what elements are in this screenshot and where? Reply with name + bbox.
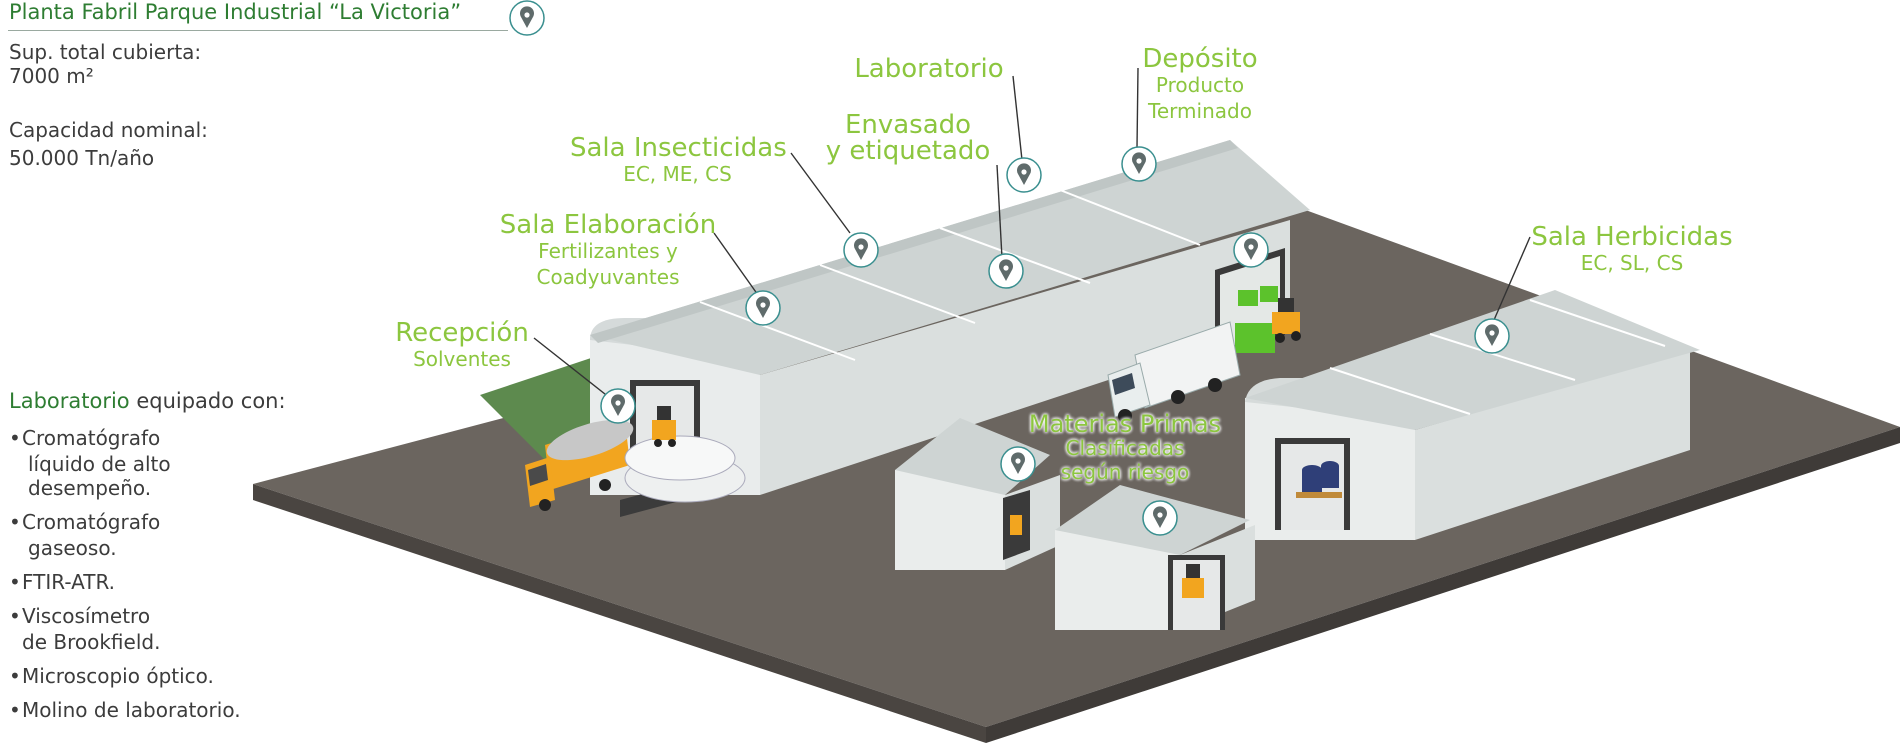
forklift-front: [652, 406, 676, 447]
label-laboratorio: Laboratorio: [854, 54, 1004, 84]
tanker-truck: [525, 419, 634, 511]
title-divider: [8, 30, 508, 31]
green-crates: [1235, 286, 1278, 353]
lab-heading: Laboratorio equipado con:: [9, 389, 286, 413]
location-pins: [509, 0, 1510, 536]
label-sala-herbicidas: Sala Herbicidas EC, SL, CS: [1531, 222, 1733, 275]
label-envasado: Envasado y etiquetado: [825, 110, 991, 166]
label-deposito: Depósito Producto Terminado: [1142, 44, 1258, 123]
list-item: • Microscopio óptico.: [9, 664, 214, 688]
area-label: Sup. total cubierta:: [9, 40, 202, 64]
herbicidas-building: [1245, 290, 1700, 540]
delivery-truck: [1107, 321, 1241, 423]
list-item: • Molino de laboratorio.: [9, 698, 241, 722]
lab-heading-rest: equipado con:: [129, 389, 286, 413]
label-sala-insecticidas: Sala Insecticidas EC, ME, CS: [570, 133, 787, 186]
list-item: • Cromatógrafo líquido de alto desempeño…: [9, 426, 171, 500]
forklift-right: [1272, 298, 1301, 343]
small-building-left: [895, 418, 1060, 570]
capacity-label: Capacidad nominal:: [9, 118, 208, 142]
label-materias-primas: Materias Primas Clasificadas según riesg…: [1028, 410, 1222, 484]
leader-lines: [533, 67, 1531, 399]
storage-tanks: [620, 435, 746, 517]
list-item: • FTIR-ATR.: [9, 570, 116, 594]
lab-heading-highlight: Laboratorio: [9, 389, 130, 413]
lab-equipment-list: • Cromatógrafo líquido de alto desempeño…: [9, 425, 241, 731]
capacity-value: 50.000 Tn/año: [9, 146, 155, 170]
list-item: • Cromatógrafo gaseoso.: [9, 510, 161, 560]
label-sala-elaboracion: Sala Elaboración Fertilizantes y Coadyuv…: [499, 210, 717, 289]
area-value: 7000 m²: [9, 64, 94, 88]
plant-title: Planta Fabril Parque Industrial “La Vict…: [9, 0, 462, 24]
list-item: • Viscosímetro de Brookfield.: [9, 604, 161, 654]
label-recepcion: Recepción Solventes: [395, 318, 529, 371]
